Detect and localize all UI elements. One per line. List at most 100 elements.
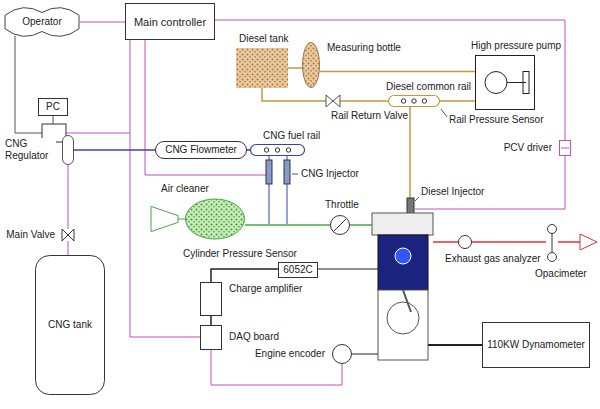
- fuel-rail-part: [275, 148, 279, 152]
- part-label: Charge amplifier: [228, 283, 303, 295]
- pump-part: [523, 72, 529, 94]
- return-line: [262, 88, 326, 101]
- diesel-injector-symbol: [407, 198, 414, 214]
- connector-line: [215, 20, 565, 140]
- daq-board: DAQ board: [200, 325, 222, 350]
- gas-analyzer-part: [459, 236, 472, 249]
- common-rail-outline: [388, 95, 440, 107]
- pc-box-part: [39, 99, 68, 116]
- part-label: Main Valve: [5, 229, 56, 241]
- connector-line: [320, 71, 475, 73]
- sensor-wire: [318, 269, 378, 270]
- fuel-rail-part: [286, 148, 290, 152]
- charge-amplifier-part: [201, 283, 222, 316]
- connector-line: [68, 241, 69, 255]
- common-rail-part: [422, 99, 426, 103]
- throttle-valve: Throttle: [330, 215, 350, 235]
- pump-part: [485, 72, 507, 94]
- connector-line: [211, 269, 278, 282]
- air-cleaner-part: [151, 206, 178, 231]
- regulator: CNG Regulator: [62, 135, 74, 165]
- dynamometer-part: [483, 323, 590, 368]
- opacimeter-part: [548, 253, 557, 262]
- throttle-valve-part: [331, 216, 350, 235]
- flowmeter: CNG Flowmeter: [155, 141, 247, 159]
- box-label: Main controller: [134, 15, 206, 28]
- connector-line: [68, 165, 69, 229]
- diesel-tank-part: [236, 48, 288, 88]
- leader-line: [441, 109, 447, 117]
- common-rail-part: [412, 99, 416, 103]
- box-label: Operator: [22, 16, 61, 28]
- rail-return-valve-symbol: [326, 95, 340, 107]
- part-label: Opacimeter: [534, 268, 588, 280]
- air-cleaner-part: [178, 219, 185, 220]
- leader-line: [415, 197, 419, 201]
- callout-label: Cylinder Pressure Sensor: [182, 248, 298, 260]
- opacimeter-outline: [546, 224, 558, 262]
- gas-line: [269, 156, 270, 160]
- part-label: Engine encoder: [254, 348, 326, 360]
- air-cleaner-part: [186, 199, 245, 239]
- measuring-bottle: Measuring bottle: [302, 42, 320, 88]
- pcv-driver-part: [561, 148, 569, 149]
- encoder-outline: [332, 344, 352, 364]
- box-label: CNG tank: [48, 319, 92, 331]
- gas-line: [287, 184, 288, 224]
- throttle-valve-part: [334, 219, 346, 231]
- cylinder-block: [378, 235, 428, 290]
- callout-label: Diesel Injector: [420, 186, 485, 198]
- cng-injector-symbol: [266, 160, 272, 184]
- operator-wire: [15, 36, 42, 133]
- connector-line: [440, 100, 475, 102]
- pcv-wire: [415, 156, 565, 209]
- intake-line: [350, 224, 372, 226]
- connecting-rod: [403, 290, 411, 312]
- main-valve: Main Valve: [62, 229, 74, 241]
- part-label: CNG fuel rail: [262, 130, 321, 142]
- pump: High pressure pump: [475, 55, 535, 110]
- charge-amplifier: Charge amplifier: [200, 282, 222, 316]
- cylinder-head: [372, 213, 433, 235]
- regulator-outline: [62, 135, 74, 165]
- daq-board-outline: [200, 325, 222, 350]
- gas-analyzer: Exhaust gas analyzer: [458, 235, 472, 249]
- callout-label: Rail Return Valve: [330, 110, 409, 122]
- part-label: Air cleaner: [160, 183, 210, 195]
- crank: [387, 302, 419, 334]
- pcv-driver-outline: [559, 140, 571, 156]
- piston: [395, 248, 411, 264]
- opacimeter: Opacimeter: [546, 224, 558, 262]
- operator-icon: Operator: [4, 5, 80, 39]
- regulator-part: [63, 136, 74, 165]
- operator-icon-part: [5, 8, 79, 37]
- pcv-driver-part: [560, 141, 571, 156]
- pcv-driver: PCV driver: [559, 140, 571, 156]
- throttle-valve-outline: [330, 215, 350, 235]
- pc-wire: [53, 116, 54, 124]
- part-label: PCV driver: [503, 142, 553, 154]
- cng-tank-part: [36, 256, 105, 395]
- part-label: High pressure pump: [470, 40, 562, 52]
- measuring-bottle-outline: [302, 42, 320, 88]
- fuel-rail: CNG fuel rail: [250, 144, 305, 156]
- exhaust-arrow: [580, 234, 597, 250]
- part-label: Throttle: [324, 199, 360, 211]
- air-cleaner: Air cleaner: [150, 198, 245, 240]
- connector-line: [288, 67, 302, 69]
- opacimeter-part: [548, 225, 557, 234]
- fuel-rail-outline: [250, 144, 305, 156]
- connector-line: [210, 316, 212, 325]
- connector-line: [245, 224, 330, 226]
- exhaust-line: [558, 241, 580, 243]
- connector-line: [80, 22, 125, 23]
- control-wire: [66, 133, 130, 134]
- connector-line: [74, 149, 155, 151]
- part-label: DAQ board: [228, 331, 280, 343]
- daq-board-part: [201, 326, 222, 350]
- dynamometer: 110KW Dynamometer: [482, 322, 590, 368]
- gas-line: [287, 156, 288, 160]
- output-shaft: [428, 344, 482, 346]
- pump-outline: [475, 55, 535, 110]
- sensor-box-part: [279, 263, 318, 278]
